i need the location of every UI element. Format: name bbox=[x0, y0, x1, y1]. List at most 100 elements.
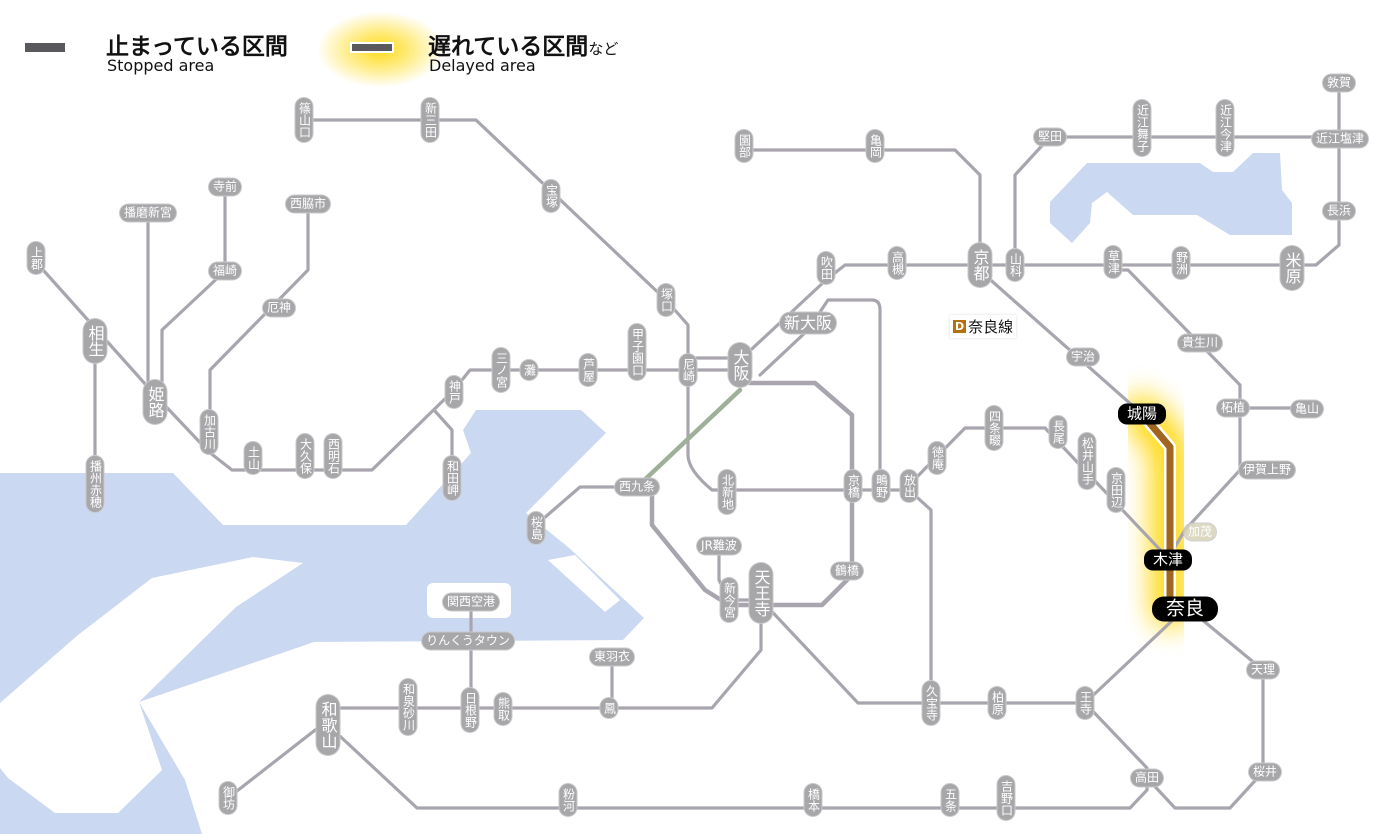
station-uji[interactable]: 宇治 bbox=[1066, 348, 1100, 366]
station-kameoka[interactable]: 亀岡 bbox=[866, 130, 884, 162]
station-nishiakashi[interactable]: 西明石 bbox=[324, 434, 342, 478]
station-kamigori[interactable]: 上郡 bbox=[27, 242, 45, 274]
station-tsuruga[interactable]: 敦賀 bbox=[1322, 74, 1356, 92]
station-kobe[interactable]: 神戸 bbox=[445, 376, 463, 408]
station-maibara[interactable]: 米原 bbox=[1280, 246, 1304, 290]
station-omishiotsu[interactable]: 近江塩津 bbox=[1311, 130, 1369, 148]
station-tenri[interactable]: 天理 bbox=[1246, 661, 1280, 679]
station-igaueno[interactable]: 伊賀上野 bbox=[1238, 461, 1296, 479]
station-shigino[interactable]: 鴫野 bbox=[872, 470, 890, 502]
station-kyotanabe[interactable]: 京田辺 bbox=[1107, 468, 1125, 512]
station-yasu[interactable]: 野洲 bbox=[1172, 247, 1190, 279]
station-omiimazu[interactable]: 近江今津 bbox=[1216, 100, 1234, 156]
station-amagasaki[interactable]: 尼崎 bbox=[679, 354, 697, 386]
fukuchiyama-line bbox=[302, 118, 911, 492]
station-oji[interactable]: 王寺 bbox=[1076, 687, 1094, 719]
station-okubo[interactable]: 大久保 bbox=[296, 434, 314, 478]
station-wadamisaki[interactable]: 和田岬 bbox=[443, 456, 461, 500]
yumesaki-osaka-link bbox=[634, 387, 743, 490]
kusatsu-line bbox=[1111, 268, 1242, 557]
station-sakurai[interactable]: 桜井 bbox=[1248, 763, 1282, 781]
hanwa-line bbox=[326, 608, 763, 710]
station-kibukawa[interactable]: 貴生川 bbox=[1177, 334, 1223, 352]
station-sasayamaguchi[interactable]: 篠山口 bbox=[295, 98, 313, 142]
station-kumatori[interactable]: 熊取 bbox=[494, 693, 512, 725]
station-sannomiya[interactable]: 三ノ宮 bbox=[492, 348, 510, 392]
station-higashihagoromo[interactable]: 東羽衣 bbox=[589, 648, 635, 666]
station-fukusaki[interactable]: 福崎 bbox=[208, 262, 242, 280]
station-omimaiko[interactable]: 近江舞子 bbox=[1133, 100, 1151, 156]
station-osaka[interactable]: 大阪 bbox=[728, 343, 752, 387]
station-harimashingu[interactable]: 播磨新宮 bbox=[119, 204, 177, 222]
station-suita[interactable]: 吹田 bbox=[817, 252, 835, 284]
station-takatsuki[interactable]: 高槻 bbox=[888, 247, 906, 279]
station-wakayama[interactable]: 和歌山 bbox=[316, 695, 340, 755]
station-aioi[interactable]: 相生 bbox=[83, 319, 107, 363]
station-kitashinchi[interactable]: 北新地 bbox=[718, 470, 736, 514]
station-sakurajima[interactable]: 桜島 bbox=[527, 512, 545, 544]
osaka-bay bbox=[0, 410, 644, 834]
station-takarazuka[interactable]: 宝塚 bbox=[542, 180, 560, 212]
station-kizu[interactable]: 木津 bbox=[1143, 549, 1193, 571]
stopped-legend-label-en: Stopped area bbox=[107, 56, 215, 75]
station-kashiwara[interactable]: 柏原 bbox=[988, 687, 1006, 719]
station-jrnamba[interactable]: JR難波 bbox=[697, 537, 741, 555]
station-izumisunagawa[interactable]: 和泉砂川 bbox=[399, 679, 417, 735]
station-yamashina[interactable]: 山科 bbox=[1006, 249, 1024, 281]
awaji-island bbox=[0, 557, 303, 813]
station-sonobe[interactable]: 園部 bbox=[735, 130, 753, 162]
station-ashiya[interactable]: 芦屋 bbox=[579, 354, 597, 386]
station-tokuan[interactable]: 徳庵 bbox=[928, 442, 946, 474]
sagano-line bbox=[742, 148, 982, 267]
station-joyo[interactable]: 城陽 bbox=[1117, 403, 1167, 425]
station-kyoto[interactable]: 京都 bbox=[968, 243, 992, 287]
kisei-line bbox=[226, 718, 330, 800]
station-yakujin[interactable]: 厄神 bbox=[262, 299, 296, 317]
station-nagao[interactable]: 長尾 bbox=[1049, 416, 1067, 448]
station-kakogawa[interactable]: 加古川 bbox=[200, 410, 218, 454]
station-dobo[interactable]: 土山 bbox=[244, 442, 262, 474]
station-tennoji[interactable]: 天王寺 bbox=[749, 563, 773, 623]
station-kamo[interactable]: 加茂 bbox=[1183, 523, 1217, 541]
station-nara[interactable]: 奈良 bbox=[1151, 596, 1219, 622]
station-gobo[interactable]: 御坊 bbox=[219, 782, 237, 814]
lake-biwa bbox=[1050, 153, 1292, 243]
station-kyobashi[interactable]: 京橋 bbox=[844, 470, 862, 502]
station-nishiwakishi[interactable]: 西脇市 bbox=[285, 195, 331, 213]
station-kameyama[interactable]: 亀山 bbox=[1290, 400, 1324, 418]
station-hineno[interactable]: 日根野 bbox=[461, 688, 479, 732]
station-hashimoto[interactable]: 橋本 bbox=[804, 784, 822, 816]
delayed-legend-swatch bbox=[350, 42, 394, 53]
station-nagahama[interactable]: 長浜 bbox=[1322, 202, 1356, 220]
station-teramae[interactable]: 寺前 bbox=[208, 178, 242, 196]
station-katata[interactable]: 堅田 bbox=[1033, 128, 1067, 146]
station-kokawa[interactable]: 粉河 bbox=[559, 784, 577, 816]
station-kusatsu[interactable]: 草津 bbox=[1104, 246, 1122, 278]
station-matsuiyamate[interactable]: 松井山手 bbox=[1078, 433, 1096, 489]
station-shinsanda[interactable]: 新三田 bbox=[421, 98, 439, 142]
station-tsukaguchi[interactable]: 塚口 bbox=[657, 284, 675, 316]
station-nada[interactable]: 灘 bbox=[520, 360, 538, 380]
station-rinkutown[interactable]: りんくうタウン bbox=[422, 632, 514, 650]
station-shinosaka[interactable]: 新大阪 bbox=[779, 312, 837, 334]
station-nishikujo[interactable]: 西九条 bbox=[614, 478, 660, 496]
station-banshuako[interactable]: 播州赤穂 bbox=[86, 456, 104, 512]
station-kyuhoji[interactable]: 久宝寺 bbox=[922, 681, 940, 725]
station-koshienguchi[interactable]: 甲子園口 bbox=[628, 324, 646, 380]
station-tsuge[interactable]: 柘植 bbox=[1216, 399, 1250, 417]
station-himeji[interactable]: 姫路 bbox=[143, 380, 167, 424]
delayed-legend-main: 遅れている区間 bbox=[428, 34, 589, 60]
station-otori[interactable]: 鳳 bbox=[600, 698, 618, 718]
station-yoshinoguchi[interactable]: 吉野口 bbox=[997, 776, 1015, 820]
station-gojo[interactable]: 五条 bbox=[941, 784, 959, 816]
station-tsuruhashi[interactable]: 鶴橋 bbox=[830, 562, 864, 580]
station-shijonawate[interactable]: 四条畷 bbox=[985, 406, 1003, 450]
station-takada[interactable]: 高田 bbox=[1130, 769, 1164, 787]
station-kansaiairport[interactable]: 関西空港 bbox=[442, 593, 500, 611]
sakurajima-line bbox=[534, 485, 617, 527]
station-hanaten[interactable]: 放出 bbox=[900, 470, 918, 502]
station-shinimamiya[interactable]: 新今宮 bbox=[720, 578, 738, 622]
sakurai-line bbox=[1145, 616, 1265, 810]
